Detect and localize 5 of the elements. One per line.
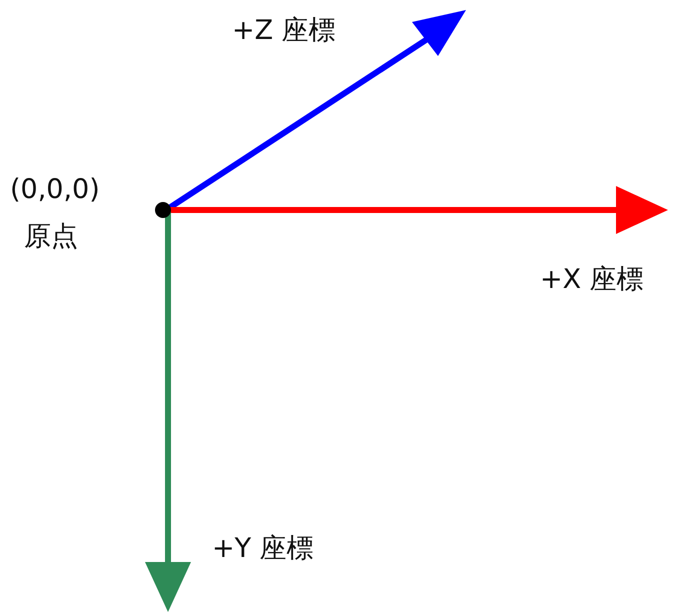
- axis-label: +Z 座標: [232, 16, 336, 46]
- axis-label: +Y 座標: [212, 534, 314, 564]
- axis-label: +X 座標: [540, 265, 644, 295]
- coordinate-label: (0,0,0): [10, 175, 100, 205]
- origin-label: 原点: [24, 222, 78, 252]
